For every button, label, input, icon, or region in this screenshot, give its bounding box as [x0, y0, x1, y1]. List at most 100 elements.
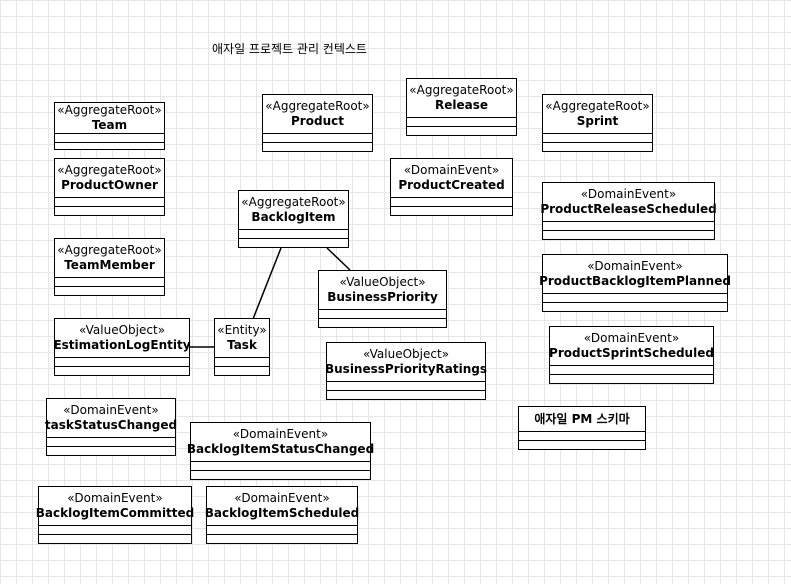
class-header: «DomainEvent» BacklogItemScheduled	[204, 487, 360, 526]
operations-compartment	[55, 366, 189, 375]
class-name: Sprint	[576, 114, 619, 128]
class-header: «DomainEvent» ProductBacklogItemPlanned	[539, 255, 731, 294]
operations-compartment	[55, 142, 164, 151]
class-task[interactable]: «Entity» Task	[214, 318, 270, 376]
attributes-compartment	[407, 118, 516, 126]
operations-compartment	[215, 366, 269, 375]
operations-compartment	[543, 302, 727, 311]
class-header: «AggregateRoot» TeamMember	[55, 239, 164, 278]
attributes-compartment	[319, 310, 446, 318]
class-name: BacklogItem	[251, 210, 336, 224]
attributes-compartment	[55, 358, 189, 366]
class-business-priority-ratings[interactable]: «ValueObject» BusinessPriorityRatings	[324, 342, 488, 400]
class-name: ProductSprintScheduled	[549, 346, 714, 360]
class-stereotype: «AggregateRoot»	[545, 99, 650, 113]
attributes-compartment	[550, 366, 713, 374]
class-product-release-scheduled[interactable]: «DomainEvent» ProductReleaseScheduled	[540, 182, 717, 240]
class-stereotype: «DomainEvent»	[403, 163, 500, 177]
class-header: «DomainEvent» taskStatusChanged	[45, 399, 177, 438]
attributes-compartment	[543, 134, 652, 142]
attributes-compartment	[55, 134, 164, 142]
operations-compartment	[407, 126, 516, 135]
attributes-compartment	[191, 462, 370, 470]
attributes-compartment	[543, 222, 714, 230]
operations-compartment	[327, 390, 485, 399]
class-name: EstimationLogEntity	[53, 338, 191, 352]
class-task-status-changed[interactable]: «DomainEvent» taskStatusChanged	[45, 398, 177, 456]
class-agile-pm-schema[interactable]: 애자일 PM 스키마	[518, 406, 646, 450]
class-name: BacklogItemStatusChanged	[186, 442, 375, 456]
class-stereotype: «DomainEvent»	[234, 491, 330, 505]
attributes-compartment	[215, 358, 269, 366]
class-stereotype: «DomainEvent»	[232, 427, 329, 441]
class-name: Release	[434, 98, 488, 112]
diagram-title: 애자일 프로젝트 관리 컨텍스트	[212, 42, 367, 56]
operations-compartment	[207, 534, 357, 543]
class-estimation-log-entity[interactable]: «ValueObject» EstimationLogEntity	[53, 318, 191, 376]
class-header: «AggregateRoot» BacklogItem	[239, 191, 348, 230]
class-stereotype: «ValueObject»	[362, 347, 450, 361]
attributes-compartment	[543, 294, 727, 302]
attributes-compartment	[55, 278, 164, 286]
class-backlog-item-committed[interactable]: «DomainEvent» BacklogItemCommitted	[36, 486, 194, 544]
attributes-compartment	[207, 526, 357, 534]
operations-compartment	[550, 374, 713, 383]
class-backlog-item[interactable]: «AggregateRoot» BacklogItem	[238, 190, 349, 248]
operations-compartment	[191, 470, 370, 479]
class-backlog-item-status-changed[interactable]: «DomainEvent» BacklogItemStatusChanged	[187, 422, 374, 480]
class-stereotype: «ValueObject»	[339, 275, 426, 289]
class-header: «AggregateRoot» Sprint	[543, 95, 652, 134]
class-stereotype: «AggregateRoot»	[241, 195, 346, 209]
class-header: «DomainEvent» ProductSprintScheduled	[549, 327, 714, 366]
class-name: Team	[91, 118, 128, 132]
class-product-owner[interactable]: «AggregateRoot» ProductOwner	[54, 158, 165, 216]
class-team-member[interactable]: «AggregateRoot» TeamMember	[54, 238, 165, 296]
class-product[interactable]: «AggregateRoot» Product	[262, 94, 373, 152]
class-sprint[interactable]: «AggregateRoot» Sprint	[542, 94, 653, 152]
class-product-created[interactable]: «DomainEvent» ProductCreated	[390, 158, 513, 216]
operations-compartment	[543, 142, 652, 151]
attributes-compartment	[327, 382, 485, 390]
class-backlog-item-scheduled[interactable]: «DomainEvent» BacklogItemScheduled	[204, 486, 360, 544]
class-name: Product	[291, 114, 344, 128]
attributes-compartment	[39, 526, 191, 534]
operations-compartment	[543, 230, 714, 239]
operations-compartment	[263, 142, 372, 151]
class-header: «AggregateRoot» Product	[263, 95, 372, 134]
attributes-compartment	[47, 438, 175, 446]
operations-compartment	[319, 318, 446, 327]
class-name: ProductCreated	[398, 178, 505, 192]
class-name: ProductOwner	[61, 178, 158, 192]
class-header: «ValueObject» BusinessPriorityRatings	[324, 343, 488, 382]
class-product-backlog-item-planned[interactable]: «DomainEvent» ProductBacklogItemPlanned	[539, 254, 731, 312]
class-stereotype: «AggregateRoot»	[57, 163, 162, 177]
class-stereotype: «DomainEvent»	[63, 403, 159, 417]
class-name: BusinessPriorityRatings	[324, 362, 488, 376]
operations-compartment	[391, 206, 512, 215]
class-stereotype: «Entity»	[217, 323, 267, 337]
class-header: «AggregateRoot» Team	[55, 103, 164, 134]
operations-compartment	[239, 238, 348, 247]
class-header: «AggregateRoot» Release	[407, 79, 516, 118]
class-header: «AggregateRoot» ProductOwner	[55, 159, 164, 198]
class-team[interactable]: «AggregateRoot» Team	[54, 102, 165, 150]
attributes-compartment	[55, 198, 164, 206]
class-product-sprint-scheduled[interactable]: «DomainEvent» ProductSprintScheduled	[549, 326, 714, 384]
class-name: BacklogItemScheduled	[204, 506, 360, 520]
class-stereotype: «AggregateRoot»	[57, 103, 162, 117]
class-header: «DomainEvent» ProductReleaseScheduled	[540, 183, 717, 222]
class-business-priority[interactable]: «ValueObject» BusinessPriority	[318, 270, 447, 328]
class-stereotype: «DomainEvent»	[583, 331, 680, 345]
class-name: Task	[227, 338, 257, 352]
class-stereotype: «AggregateRoot»	[265, 99, 370, 113]
class-header: «ValueObject» EstimationLogEntity	[53, 319, 191, 358]
class-header: «DomainEvent» BacklogItemStatusChanged	[187, 423, 374, 462]
class-name: BusinessPriority	[327, 290, 438, 304]
class-name: ProductReleaseScheduled	[540, 202, 717, 216]
class-stereotype: «DomainEvent»	[587, 259, 683, 273]
operations-compartment	[55, 286, 164, 295]
class-release[interactable]: «AggregateRoot» Release	[406, 78, 517, 136]
association-backlogitem-task	[252, 247, 282, 320]
operations-compartment	[55, 206, 164, 215]
class-name: 애자일 PM 스키마	[534, 411, 630, 426]
